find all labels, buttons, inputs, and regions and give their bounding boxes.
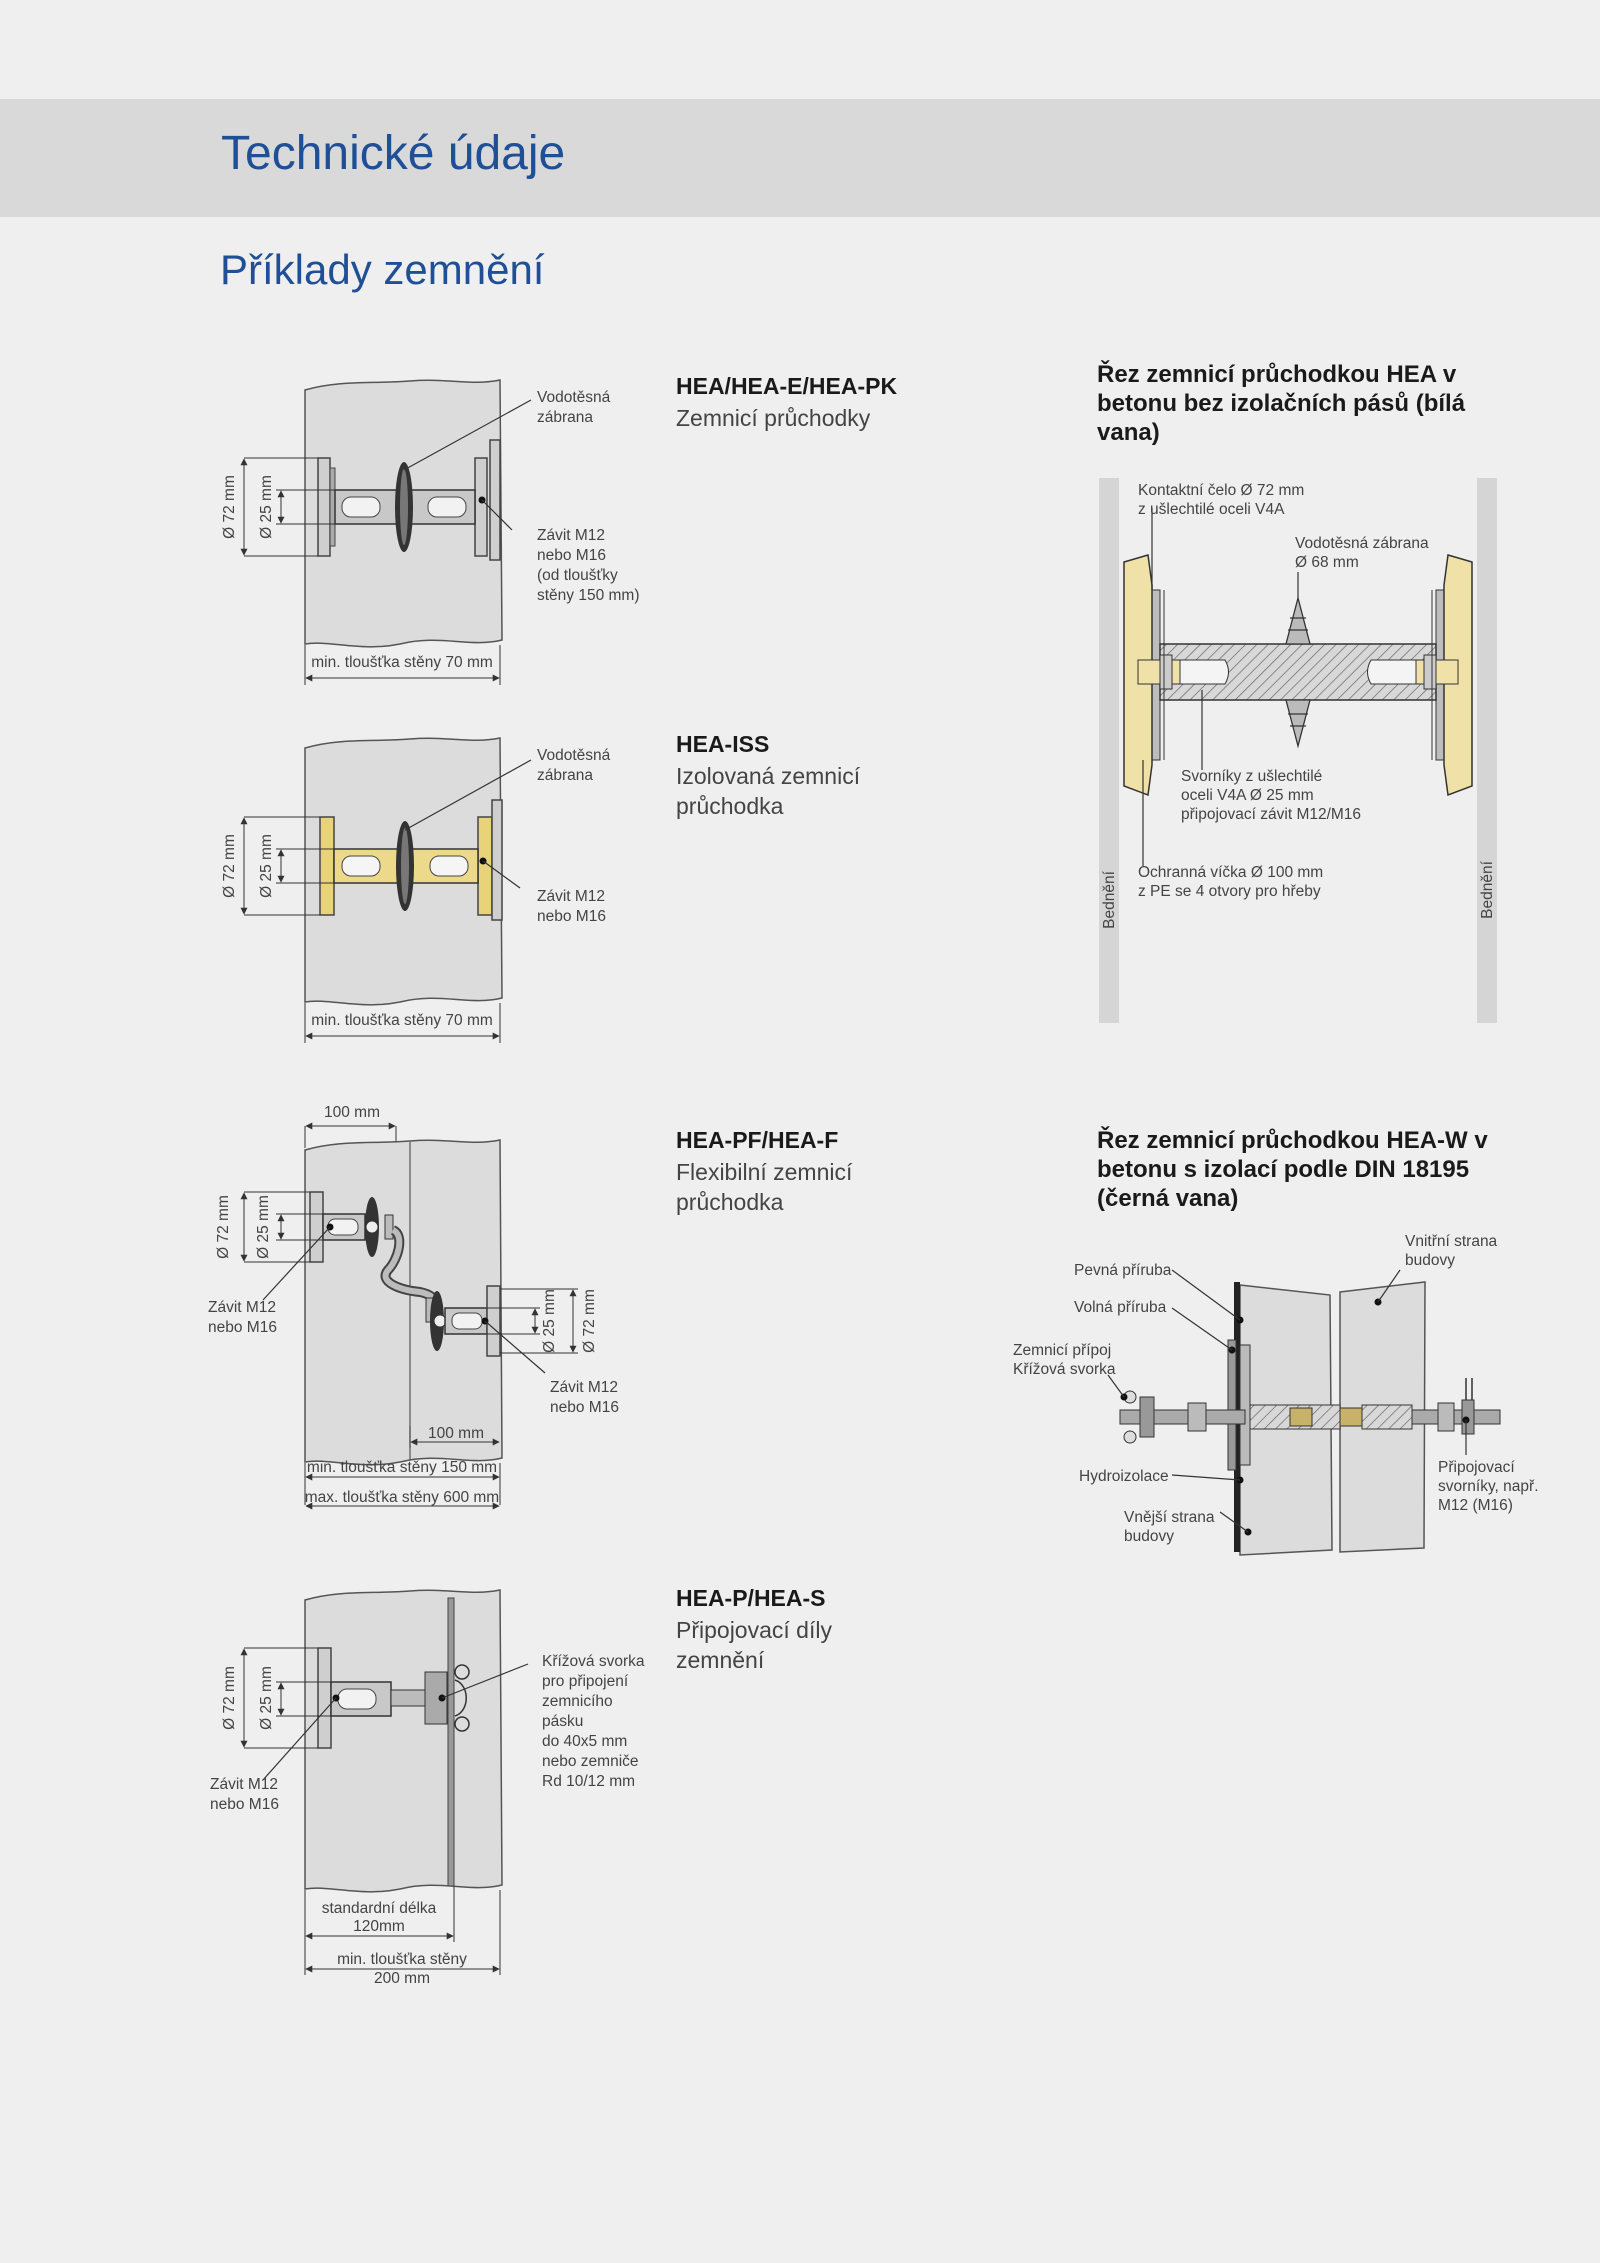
d4-std-2: 120mm [353, 1918, 405, 1935]
product-code-hea-pf: HEA-PF/HEA-F [676, 1127, 839, 1153]
diagram-hea-iss: Ø 72 mm Ø 25 mm Vodotěsná zábrana Závit … [221, 737, 611, 1043]
product-name-hea-p: Připojovací díly zemnění [676, 1617, 832, 1673]
d1-thread-4: stěny 150 mm) [537, 587, 640, 604]
formwork-right: Bednění [1479, 860, 1496, 918]
hea-contact-2: z ušlechtilé oceli V4A [1138, 501, 1285, 518]
hea-barrier-1: Vodotěsná zábrana [1295, 535, 1429, 552]
d4-dia72: Ø 72 mm [221, 1666, 238, 1730]
page-subtitle: Příklady zemnění [220, 246, 545, 293]
hea-bolts-2: oceli V4A Ø 25 mm [1181, 787, 1314, 804]
heaw-waterproofing: Hydroizolace [1079, 1468, 1169, 1485]
d1-barrier-1: Vodotěsná [537, 389, 611, 406]
d3-dia25: Ø 25 mm [255, 1195, 272, 1259]
d4-clamp-4: pásku [542, 1713, 583, 1730]
d4-wall-1: min. tloušťka stěny [337, 1951, 467, 1968]
heaw-outer-2: budovy [1124, 1528, 1174, 1545]
heaw-inner-1: Vnitřní strana [1405, 1233, 1498, 1250]
section-hea-drawing: Bednění Bednění Kontaktní čelo Ø 72 mm z… [1099, 478, 1497, 1023]
product-code-hea-p: HEA-P/HEA-S [676, 1585, 826, 1611]
section-title-hea-w: Řez zemnicí průchodkou HEA-W v betonu s … [1097, 1127, 1488, 1212]
d1-thread-2: nebo M16 [537, 547, 606, 564]
d3-thread-b2: nebo M16 [550, 1399, 619, 1416]
hea-barrier-2: Ø 68 mm [1295, 554, 1359, 571]
d3-bottom: 100 mm [428, 1425, 484, 1442]
d4-std-1: standardní délka [322, 1900, 437, 1917]
d3-thread-a2: nebo M16 [208, 1319, 277, 1336]
formwork-left: Bednění [1101, 870, 1118, 928]
d4-clamp-2: pro připojení [542, 1673, 629, 1690]
product-code-hea: HEA/HEA-E/HEA-PK [676, 373, 898, 399]
heaw-inner-2: budovy [1405, 1252, 1455, 1269]
d2-thread-2: nebo M16 [537, 908, 606, 925]
heaw-outer-1: Vnější strana [1124, 1509, 1215, 1526]
d4-thread-1: Závit M12 [210, 1776, 278, 1793]
product-name-hea-pf: Flexibilní zemnicí průchodka [676, 1159, 853, 1215]
d3-thread-b1: Závit M12 [550, 1379, 618, 1396]
hea-caps-1: Ochranná víčka Ø 100 mm [1138, 864, 1323, 881]
page-title: Technické údaje [221, 127, 566, 180]
heaw-fixed-flange: Pevná příruba [1074, 1262, 1172, 1279]
d4-clamp-6: nebo zemniče [542, 1753, 639, 1770]
product-code-hea-iss: HEA-ISS [676, 731, 770, 757]
d2-dia72: Ø 72 mm [221, 834, 238, 898]
d2-dia25: Ø 25 mm [258, 834, 275, 898]
d4-clamp-7: Rd 10/12 mm [542, 1773, 635, 1790]
d3-wall-max: max. tloušťka stěny 600 mm [305, 1489, 499, 1506]
section-hea-w-drawing: Pevná příruba Volná příruba Zemnicí příp… [1013, 1233, 1539, 1556]
d1-thread-3: (od tloušťky [537, 567, 618, 584]
hea-caps-2: z PE se 4 otvory pro hřeby [1138, 883, 1321, 900]
d2-thread-1: Závit M12 [537, 888, 605, 905]
product-name-hea: Zemnicí průchodky [676, 405, 871, 431]
d3-wall-min: min. tloušťka stěny 150 mm [307, 1459, 497, 1476]
d1-wall: min. tloušťka stěny 70 mm [311, 654, 493, 671]
section-title-hea: Řez zemnicí průchodkou HEA v betonu bez … [1097, 361, 1466, 446]
heaw-conn-1: Připojovací [1438, 1459, 1515, 1476]
d2-wall: min. tloušťka stěny 70 mm [311, 1012, 493, 1029]
d4-wall-2: 200 mm [374, 1970, 430, 1987]
d2-barrier-1: Vodotěsná [537, 747, 611, 764]
d3-dia25-b: Ø 25 mm [541, 1289, 558, 1353]
d1-dia25: Ø 25 mm [258, 475, 275, 539]
d2-barrier-2: zábrana [537, 767, 593, 784]
d3-dia72-b: Ø 72 mm [581, 1289, 598, 1353]
d4-clamp-1: Křížová svorka [542, 1653, 645, 1670]
hea-bolts-3: připojovací závit M12/M16 [1181, 806, 1361, 823]
d1-dia72: Ø 72 mm [221, 475, 238, 539]
hea-contact-1: Kontaktní čelo Ø 72 mm [1138, 482, 1304, 499]
diagram-hea: Ø 72 mm Ø 25 mm Vodotěsná zábrana Závit … [221, 379, 640, 685]
heaw-earth-1: Zemnicí přípoj [1013, 1342, 1111, 1359]
d3-dia72: Ø 72 mm [215, 1195, 232, 1259]
d1-thread-1: Závit M12 [537, 527, 605, 544]
diagram-hea-p: Ø 72 mm Ø 25 mm Křížová svorka pro připo… [210, 1589, 645, 1987]
d1-barrier-2: zábrana [537, 409, 593, 426]
diagram-hea-pf: 100 mm Ø 72 mm Ø 25 mm Ø 72 mm Ø 25 mm [208, 1104, 619, 1510]
header-band [0, 99, 1600, 217]
heaw-conn-2: svorníky, např. [1438, 1478, 1539, 1495]
heaw-conn-3: M12 (M16) [1438, 1497, 1513, 1514]
heaw-loose-flange: Volná příruba [1074, 1299, 1167, 1316]
hea-bolts-1: Svorníky z ušlechtilé [1181, 768, 1322, 785]
d4-dia25: Ø 25 mm [258, 1666, 275, 1730]
d4-clamp-3: zemnicího [542, 1693, 613, 1710]
d4-thread-2: nebo M16 [210, 1796, 279, 1813]
d3-thread-a1: Závit M12 [208, 1299, 276, 1316]
heaw-earth-2: Křížová svorka [1013, 1361, 1116, 1378]
product-name-hea-iss: Izolovaná zemnicí průchodka [676, 763, 861, 819]
d3-top: 100 mm [324, 1104, 380, 1121]
d4-clamp-5: do 40x5 mm [542, 1733, 627, 1750]
